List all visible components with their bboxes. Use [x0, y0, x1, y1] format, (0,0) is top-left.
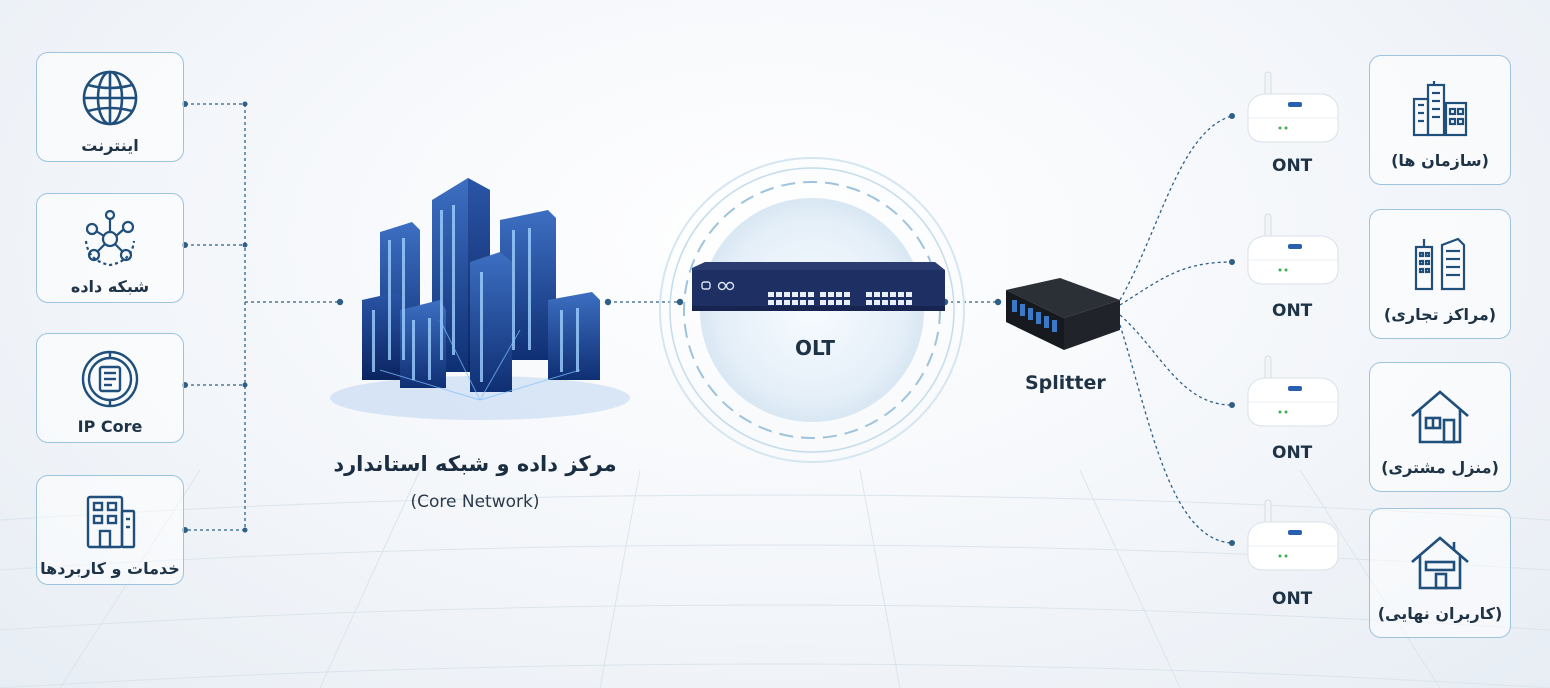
ont-device-3: [1247, 355, 1339, 427]
service-card-ip-core: IP Core: [36, 333, 184, 443]
ont-label-2: ONT: [1272, 301, 1313, 321]
service-label: شبکه داده: [70, 276, 150, 296]
splitter-fan: [1119, 115, 1233, 544]
left-bracket: [185, 103, 998, 531]
service-card-data-network: شبکه داده: [36, 193, 184, 303]
floor-grid: [0, 469, 1550, 688]
service-card-internet: اینترنت: [36, 52, 184, 162]
client-label: (سازمان ها): [1391, 150, 1489, 170]
service-label: اینترنت: [81, 135, 139, 155]
ont-device-1: [1247, 71, 1339, 143]
ont-device-2: [1247, 213, 1339, 285]
house-icon: [1411, 389, 1469, 443]
service-label: خدمات و کاربردها: [40, 558, 180, 578]
client-label: (کاربران نهایی): [1377, 603, 1503, 623]
commercial-buildings-icon: [1414, 237, 1466, 290]
olt-device: [692, 262, 945, 311]
client-card-end-users: (کاربران نهایی): [1369, 508, 1511, 638]
data-center-illustration: [330, 178, 630, 420]
ont-label-4: ONT: [1272, 589, 1313, 609]
building-services-icon: [86, 495, 136, 548]
ont-device-4: [1247, 499, 1339, 571]
olt-label: OLT: [795, 336, 836, 360]
core-network-subtitle: (Core Network): [410, 492, 540, 512]
client-card-customer-home: (منزل مشتری): [1369, 362, 1511, 492]
ont-label-1: ONT: [1272, 156, 1313, 176]
client-card-organizations: (سازمان ها): [1369, 55, 1511, 185]
splitter-label: Splitter: [1025, 372, 1106, 394]
globe-icon: [82, 70, 138, 125]
network-icon: [84, 209, 136, 266]
client-card-commercial: (مراکز تجاری): [1369, 209, 1511, 339]
ip-core-icon: [81, 350, 139, 407]
splitter-device: [1006, 278, 1120, 350]
service-card-services: خدمات و کاربردها: [36, 475, 184, 585]
client-label: (منزل مشتری): [1381, 457, 1499, 477]
core-network-title: مرکز داده و شبکه استاندارد: [333, 452, 617, 476]
service-label: IP Core: [77, 416, 143, 436]
organization-buildings-icon: [1412, 80, 1468, 136]
home-user-icon: [1411, 535, 1469, 589]
ont-devices: [1247, 71, 1339, 571]
ont-label-3: ONT: [1272, 443, 1313, 463]
client-label: (مراکز تجاری): [1383, 304, 1497, 324]
